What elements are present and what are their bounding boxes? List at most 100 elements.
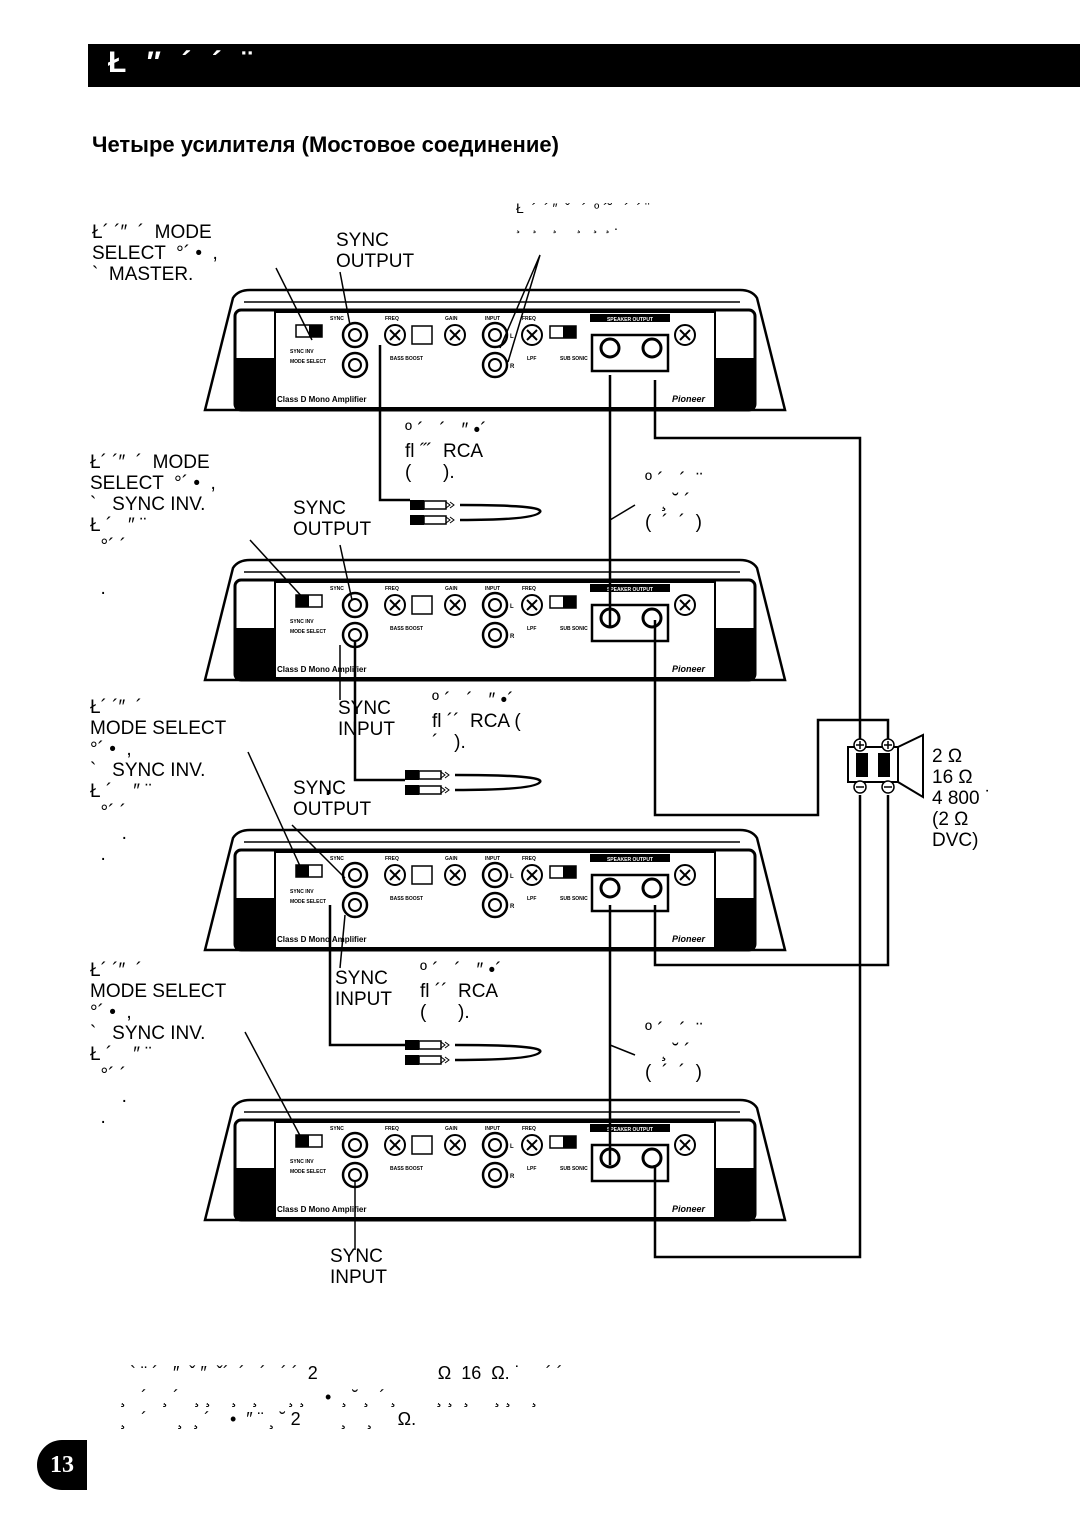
speaker-terminal-plus	[641, 607, 663, 629]
leader-mode-inv-2	[247, 751, 306, 878]
speaker-wire-amp3	[653, 795, 890, 967]
amp-label-bass-boost: BASS BOOST	[390, 896, 423, 902]
label-sync-input-2: SYNC INPUT	[338, 698, 395, 740]
label-sync-input-4: SYNC INPUT	[330, 1246, 387, 1288]
page-number: 13	[37, 1440, 87, 1490]
amp-label-sync: SYNC	[330, 316, 344, 322]
amp-label-sub-sonic: SUB SONIC	[560, 356, 588, 362]
bass-boost-port	[411, 1135, 433, 1155]
sync-cable-1b	[459, 503, 542, 522]
section-title: Четыре усилителя (Мостовое соединение)	[92, 132, 559, 157]
speaker-terminal-minus	[599, 877, 621, 899]
amp-label-brand: Pioneer	[672, 394, 706, 404]
label-mode-select-inv-1: Ł´ ´″ ´ MODE SELECT °´ • , ` SYNC INV. Ł…	[90, 452, 216, 599]
amp-label-speaker-output: SPEAKER OUTPUT	[607, 587, 653, 593]
amp-label-speaker-output: SPEAKER OUTPUT	[607, 1127, 653, 1133]
amp-label-bass-boost: BASS BOOST	[390, 356, 423, 362]
amp-label-sync: SYNC	[330, 1126, 344, 1132]
sync-cable-2b	[454, 773, 542, 792]
amp-label-sync-inv: SYNC INV	[290, 619, 314, 625]
amp-label-freq-lpf: FREQ	[522, 1126, 536, 1132]
header-bar	[88, 44, 1080, 87]
speaker-terminal-plus	[641, 877, 663, 899]
leader-mode-inv-3	[244, 1031, 306, 1146]
label-speaker-note-top: Ł ´ ´ ″ ˇ ´ º ´˘ ´ ´ ¨ ¸ ¸ ¸ ¸ ¸ ¸ .	[516, 200, 650, 233]
sync-cable-3a	[328, 905, 405, 1047]
amp-label-freq: FREQ	[385, 1126, 399, 1132]
amp-label-freq-lpf: FREQ	[522, 316, 536, 322]
amp-label-lpf: LPF	[527, 896, 536, 902]
amp-label-brand: Pioneer	[672, 664, 706, 674]
amp-label-gain: GAIN	[445, 586, 458, 592]
bass-boost-port	[411, 325, 433, 345]
amp-label-sync-inv: SYNC INV	[290, 349, 314, 355]
label-mode-select-master: Ł´ ´″ ´ MODE SELECT °´ • , ` MASTER.	[92, 222, 218, 285]
label-speaker-spec: 2 Ω 16 Ω 4 800 ˙ (2 Ω DVC)	[932, 746, 992, 851]
amp-label-lpf: LPF	[527, 626, 536, 632]
leader-speaker-wire-1	[609, 504, 636, 521]
leader-sync-output-1	[339, 271, 351, 326]
label-sync-output-3: SYNC OUTPUT	[293, 778, 372, 820]
rca-plug-3	[405, 770, 450, 780]
amp-label-sub-sonic: SUB SONIC	[560, 1166, 588, 1172]
leader-mode-inv-1	[249, 539, 306, 601]
amp-label-sync-inv: SYNC INV	[290, 889, 314, 895]
speaker-wire-amp4	[653, 795, 862, 1259]
header-title: Ł ″ ´ ´ ¨	[108, 46, 259, 79]
amp-label-mode-select: MODE SELECT	[290, 629, 326, 635]
rca-plug-1	[410, 500, 455, 510]
leader-mode-master	[275, 267, 313, 341]
sync-cable-1a	[378, 345, 410, 502]
amp-label-gain: GAIN	[445, 1126, 458, 1132]
amp-label-input: INPUT	[485, 1126, 500, 1132]
amp-label-r: R	[510, 364, 515, 370]
amp-label-speaker-output: SPEAKER OUTPUT	[607, 317, 653, 323]
rca-plug-2	[410, 515, 455, 525]
sync-cable-2a	[353, 640, 405, 782]
amp-label-l: L	[510, 1144, 514, 1150]
amp-label-input: INPUT	[485, 316, 500, 322]
bass-boost-port	[411, 865, 433, 885]
amp-label-freq: FREQ	[385, 856, 399, 862]
label-speaker-wire-2: º ´ ´ ¨ ¸ ˘ ´ ( ´ ´ )	[645, 1020, 703, 1083]
amp-label-input: INPUT	[485, 856, 500, 862]
label-rca-cable-2: º ´ ´ ″ •´ ﬂ ´´ RCA ( ´ ).	[432, 690, 521, 753]
amp-label-sub-sonic: SUB SONIC	[560, 626, 588, 632]
amp-label-gain: GAIN	[445, 316, 458, 322]
amp-label-model: Class D Mono Amplifier	[277, 395, 367, 404]
amp-label-mode-select: MODE SELECT	[290, 359, 326, 365]
leader-input-top	[499, 254, 541, 363]
amp-label-sync: SYNC	[330, 856, 344, 862]
amp-label-model: Class D Mono Amplifier	[277, 1205, 367, 1214]
footer-line-3: ¸ ´ ¸ ¸ ´ • ″ ¨ ¸ ˘ 2 ¸ ¸ Ω.	[120, 1409, 417, 1429]
amp-label-lpf: LPF	[527, 356, 536, 362]
amp-label-speaker-output: SPEAKER OUTPUT	[607, 857, 653, 863]
amp-label-sub-sonic: SUB SONIC	[560, 896, 588, 902]
speaker-terminal-minus	[599, 337, 621, 359]
amp-label-gain: GAIN	[445, 856, 458, 862]
leader-speaker-wire-2	[609, 1044, 636, 1056]
amp-label-brand: Pioneer	[672, 1204, 706, 1214]
amp-label-sync-inv: SYNC INV	[290, 1159, 314, 1165]
speaker-terminal-plus	[641, 1147, 663, 1169]
leader-sync-output-3	[291, 824, 346, 879]
amp-label-l: L	[510, 334, 514, 340]
speaker-terminal-plus	[641, 337, 663, 359]
amp-label-r: R	[510, 1174, 515, 1180]
amp-label-bass-boost: BASS BOOST	[390, 1166, 423, 1172]
amp-label-sync: SYNC	[330, 586, 344, 592]
bass-boost-port	[411, 595, 433, 615]
speaker-wire-amp2-positive	[653, 620, 890, 817]
rca-plug-5	[405, 1040, 450, 1050]
label-sync-output-2: SYNC OUTPUT	[293, 498, 372, 540]
amp-label-freq: FREQ	[385, 316, 399, 322]
label-mode-select-inv-3: Ł´ ´″ ´ MODE SELECT °´ • , ` SYNC INV. Ł…	[90, 960, 227, 1128]
amp-label-l: L	[510, 604, 514, 610]
rca-plug-4	[405, 785, 450, 795]
label-rca-cable-3: º ´ ´ ″ •´ ﬂ ´´ RCA ( ).	[420, 960, 502, 1023]
label-sync-output-1: SYNC OUTPUT	[336, 230, 415, 272]
